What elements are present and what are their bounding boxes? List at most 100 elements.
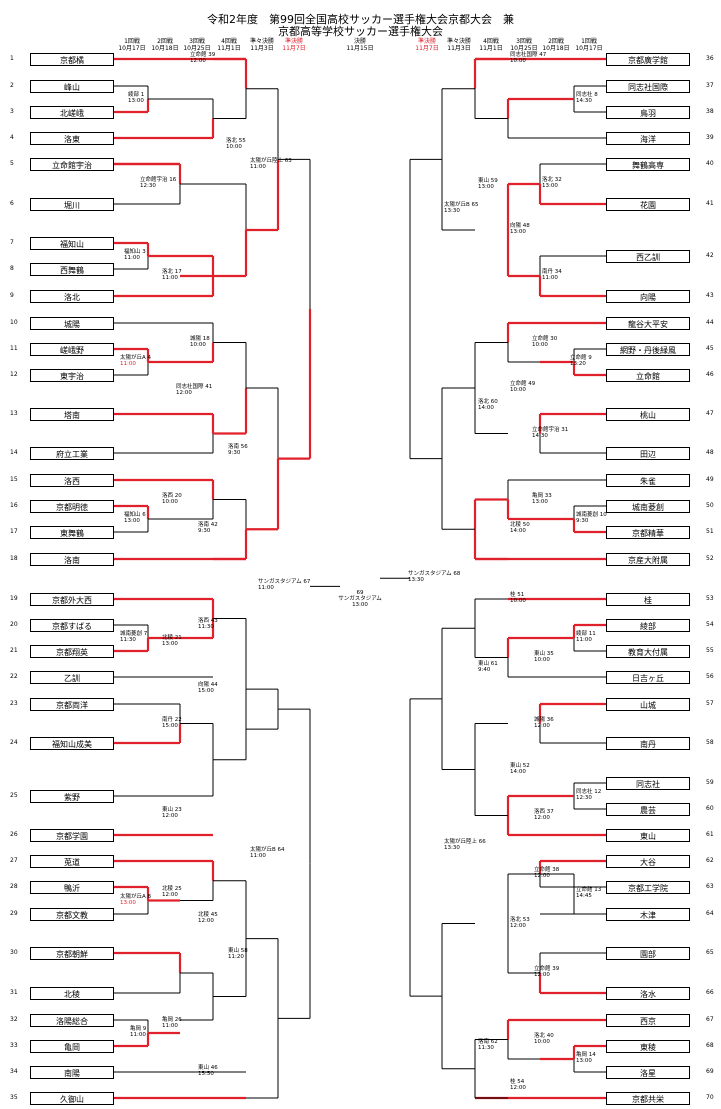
- team-seed-number: 62: [706, 857, 714, 864]
- team-box: 鳥羽: [606, 106, 690, 119]
- team-seed-number: 66: [706, 989, 714, 996]
- team-box: 立命館宇治: [30, 158, 114, 171]
- team-box: 京都朝鮮: [30, 947, 114, 960]
- team-seed-number: 32: [10, 1016, 18, 1023]
- team-box: 洛西: [30, 474, 114, 487]
- team-seed-number: 30: [10, 949, 18, 956]
- team-seed-number: 60: [706, 805, 714, 812]
- team-box: 花園: [606, 198, 690, 211]
- team-box: 東山: [606, 829, 690, 842]
- final-time: 13:00: [352, 602, 368, 609]
- team-box: 龍谷大平安: [606, 317, 690, 330]
- team-box: 東宇治: [30, 369, 114, 382]
- team-seed-number: 54: [706, 621, 714, 628]
- team-seed-number: 33: [10, 1042, 18, 1049]
- team-box: 洛東: [30, 132, 114, 145]
- team-seed-number: 42: [706, 252, 714, 259]
- team-seed-number: 68: [706, 1042, 714, 1049]
- team-box: 教育大付属: [606, 645, 690, 658]
- team-seed-number: 26: [10, 831, 18, 838]
- team-box: 南陽: [30, 1066, 114, 1079]
- team-box: 西舞鶴: [30, 263, 114, 276]
- team-seed-number: 35: [10, 1094, 18, 1101]
- page-subtitle: 京都高等学校サッカー選手権大会: [278, 25, 443, 38]
- team-seed-number: 41: [706, 200, 714, 207]
- team-seed-number: 28: [10, 883, 18, 890]
- team-box: 洛北: [30, 290, 114, 303]
- team-seed-number: 53: [706, 595, 714, 602]
- team-seed-number: 52: [706, 555, 714, 562]
- team-box: 京都橘: [30, 53, 114, 66]
- team-seed-number: 47: [706, 410, 714, 417]
- team-box: 同志社国際: [606, 80, 690, 93]
- team-box: 田辺: [606, 447, 690, 460]
- team-seed-number: 44: [706, 319, 714, 326]
- team-box: 京都明徳: [30, 500, 114, 513]
- team-box: 向陽: [606, 290, 690, 303]
- team-seed-number: 8: [10, 265, 14, 272]
- team-seed-number: 19: [10, 595, 18, 602]
- team-box: 塔南: [30, 408, 114, 421]
- team-box: 大谷: [606, 855, 690, 868]
- team-box: 京都共栄: [606, 1092, 690, 1105]
- team-seed-number: 11: [10, 345, 18, 352]
- team-seed-number: 31: [10, 989, 18, 996]
- team-seed-number: 18: [10, 555, 18, 562]
- team-box: 同志社: [606, 777, 690, 790]
- team-box: 京都翔英: [30, 645, 114, 658]
- team-seed-number: 16: [10, 502, 18, 509]
- team-box: 紫野: [30, 790, 114, 803]
- team-box: 城南菱創: [606, 500, 690, 513]
- final-venue: サンガスタジアム: [338, 596, 382, 603]
- team-seed-number: 55: [706, 647, 714, 654]
- team-box: 山城: [606, 698, 690, 711]
- team-box: 峰山: [30, 80, 114, 93]
- team-box: 洛陽総合: [30, 1014, 114, 1027]
- page-title: 令和2年度 第99回全国高校サッカー選手権大会京都大会 兼: [207, 13, 514, 26]
- team-box: 京都廣学館: [606, 53, 690, 66]
- team-seed-number: 39: [706, 134, 714, 141]
- team-box: 府立工業: [30, 447, 114, 460]
- team-box: 京産大附属: [606, 553, 690, 566]
- team-seed-number: 50: [706, 502, 714, 509]
- team-box: 綾部: [606, 619, 690, 632]
- team-box: 福知山: [30, 237, 114, 250]
- team-seed-number: 59: [706, 779, 714, 786]
- team-box: 莵道: [30, 855, 114, 868]
- team-seed-number: 7: [10, 239, 14, 246]
- team-box: 北嵯峨: [30, 106, 114, 119]
- team-seed-number: 34: [10, 1068, 18, 1075]
- team-seed-number: 3: [10, 108, 14, 115]
- team-seed-number: 4: [10, 134, 14, 141]
- team-box: 嵯峨野: [30, 343, 114, 356]
- team-box: 京都外大西: [30, 593, 114, 606]
